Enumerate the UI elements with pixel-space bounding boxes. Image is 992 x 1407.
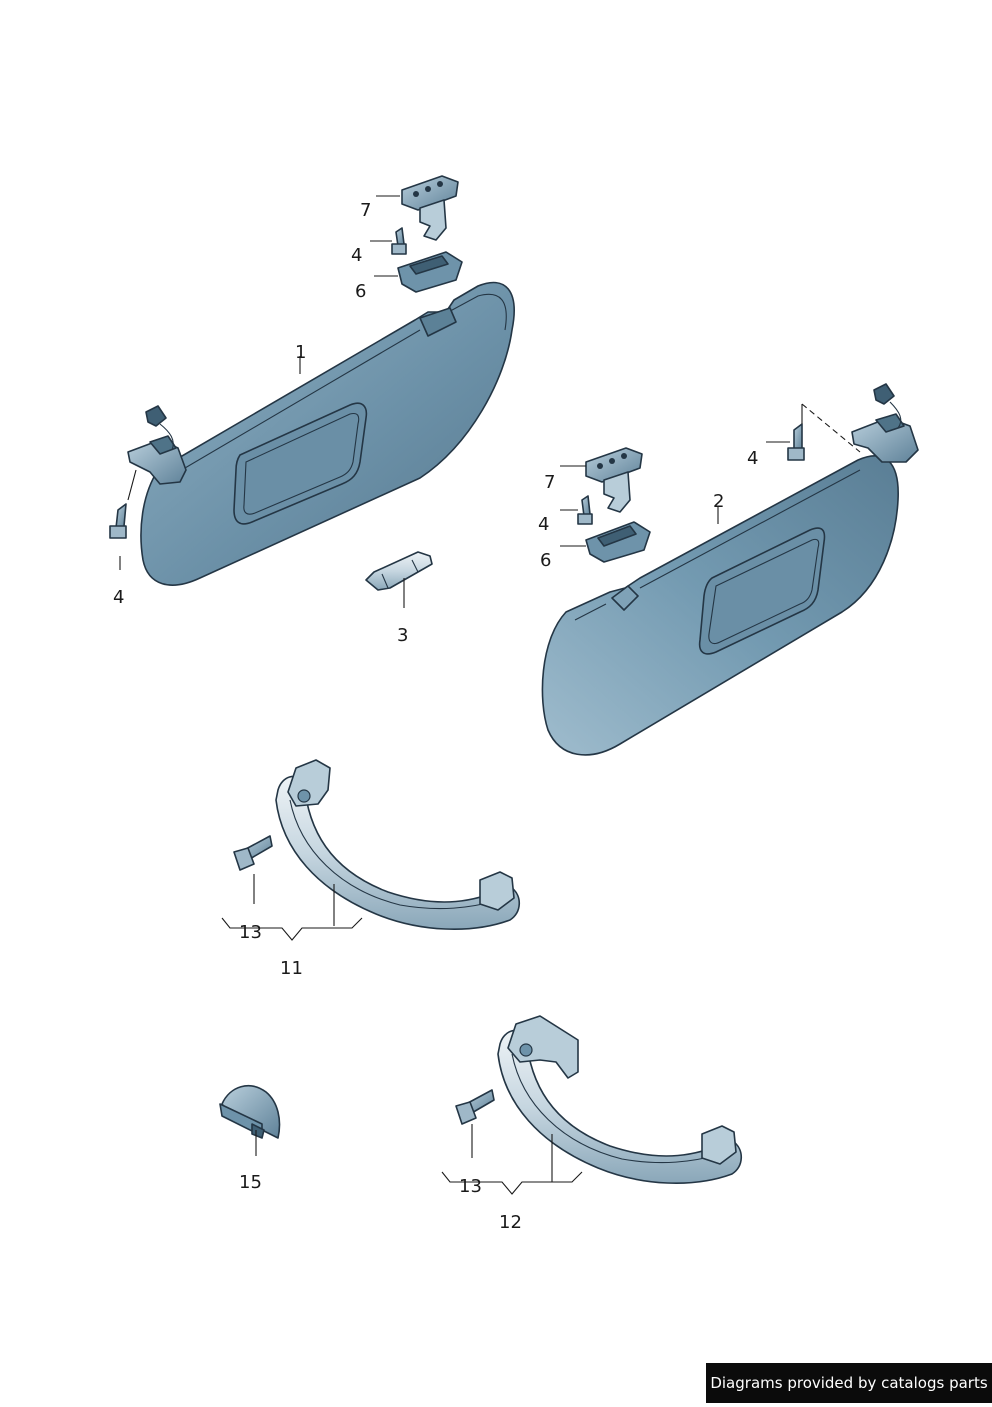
grab-handle-lower [456,1016,741,1183]
callout-7-mid: 7 [544,472,555,493]
bulb-part [366,552,432,590]
grab-handle-upper [234,760,519,929]
callout-3: 3 [397,625,408,646]
visor-clip-left [128,406,186,484]
callout-15: 15 [239,1172,262,1193]
screw-mid [578,496,592,524]
callout-12: 12 [499,1212,522,1233]
screw-top [392,228,406,254]
screw-left [110,504,126,538]
callout-7-top: 7 [360,200,371,221]
callout-4-mid: 4 [538,514,549,535]
attribution-badge: Diagrams provided by catalogs parts [706,1363,992,1403]
callout-6-mid: 6 [540,550,551,571]
sun-visor-left [141,283,514,586]
cover-mid [586,522,650,562]
callout-4-top: 4 [351,245,362,266]
holder-mid [586,448,642,512]
callout-11: 11 [280,958,303,979]
callout-4-left: 4 [113,587,124,608]
callout-6-top: 6 [355,281,366,302]
callout-1: 1 [295,342,306,363]
callout-2: 2 [713,491,724,512]
cap-part [220,1086,280,1138]
visor-clip-right [852,384,918,462]
cover-top [398,252,462,292]
callout-4-right: 4 [747,448,758,469]
callout-13-upper: 13 [239,922,262,943]
attribution-text: Diagrams provided by catalogs parts [710,1374,987,1392]
callout-13-lower: 13 [459,1176,482,1197]
holder-top [402,176,458,240]
screw-right [788,424,804,460]
